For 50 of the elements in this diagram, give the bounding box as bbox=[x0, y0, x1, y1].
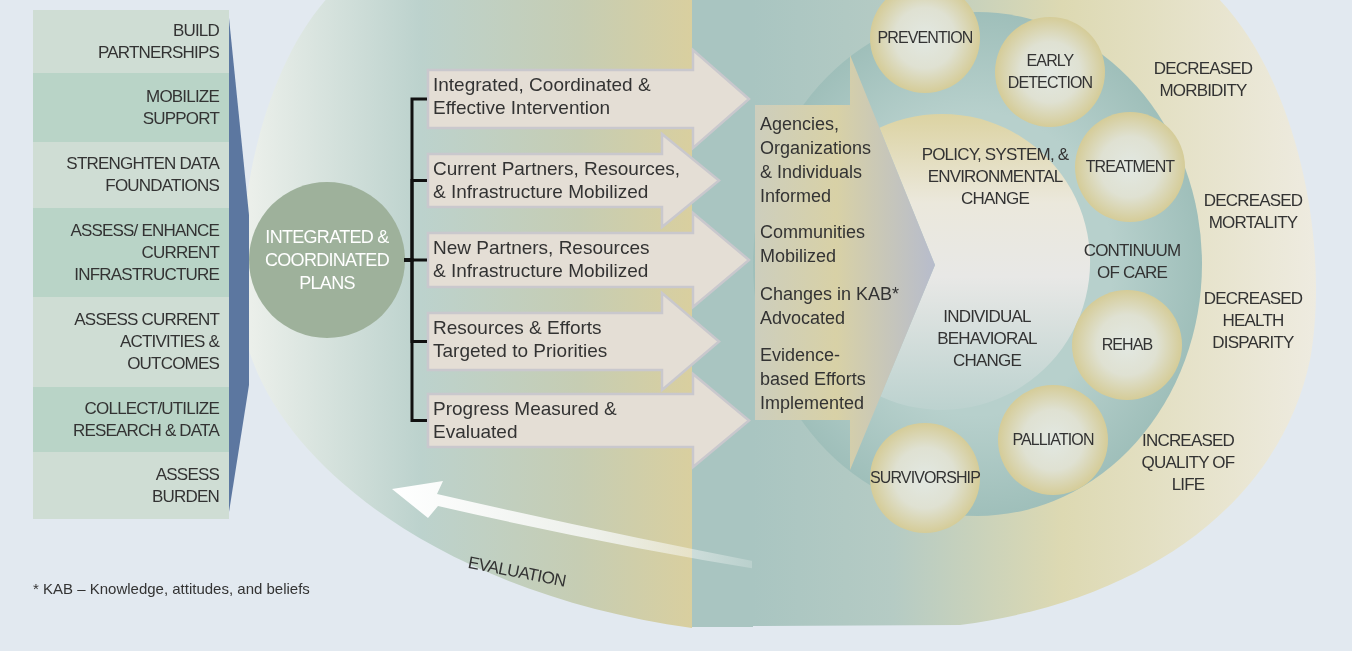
step-box bbox=[33, 452, 229, 519]
care-label: TREATMENT bbox=[1084, 157, 1176, 177]
step-box bbox=[33, 387, 229, 452]
pointed-banner bbox=[427, 49, 750, 149]
care-circle bbox=[994, 16, 1106, 128]
care-circle bbox=[997, 384, 1109, 496]
step-label: STRENGHTEN DATA FOUNDATIONS bbox=[65, 153, 219, 197]
plan-label: INTEGRATED & COORDINATED PLANS bbox=[264, 225, 390, 295]
outcome-label: Agencies, Organizations & Individuals Informed bbox=[760, 113, 873, 208]
pointed-banner bbox=[427, 133, 720, 228]
banner-label: Resources & Efforts Targeted to Priorities bbox=[433, 316, 609, 362]
care-circle bbox=[1074, 111, 1186, 223]
outcome-label: DECREASED HEALTH DISPARITY bbox=[1202, 288, 1304, 354]
step-label: BUILD PARTNERSHIPS bbox=[96, 19, 219, 64]
banner-label: Integrated, Coordinated & Effective Intervention bbox=[433, 73, 652, 119]
care-label: REHAB bbox=[1100, 335, 1154, 355]
care-label: EARLY DETECTION bbox=[1006, 51, 1094, 93]
banner-label: Progress Measured & Evaluated bbox=[433, 397, 618, 443]
change-label: POLICY, SYSTEM, & ENVIRONMENTAL CHANGE bbox=[920, 144, 1070, 210]
step-box bbox=[33, 297, 229, 387]
step-box bbox=[33, 208, 229, 297]
care-label: PALLIATION bbox=[1011, 430, 1095, 450]
bracket-connector bbox=[404, 258, 427, 422]
banner-label: New Partners, Resources & Infrastructure Mobilized bbox=[433, 236, 651, 282]
outcome-label: Changes in KAB* Advocated bbox=[760, 283, 901, 330]
step-label: MOBILIZE SUPPORT bbox=[141, 85, 219, 130]
care-circle bbox=[869, 422, 981, 534]
step-label: COLLECT/UTILIZE RESEARCH & DATA bbox=[71, 397, 219, 442]
change-label: INDIVIDUAL BEHAVIORAL CHANGE bbox=[936, 306, 1038, 372]
footnote: * KAB – Knowledge, attitudes, and beliefs bbox=[33, 580, 310, 597]
ring-label: CONTINUUM OF CARE bbox=[1082, 240, 1182, 284]
outcome-label: INCREASED QUALITY OF LIFE bbox=[1140, 430, 1236, 496]
plan-circle bbox=[249, 182, 405, 338]
care-label: SURVIVORSHIP bbox=[869, 468, 981, 488]
step-label: ASSESS BURDEN bbox=[151, 463, 219, 508]
step-box bbox=[33, 142, 229, 208]
outcome-label: DECREASED MORTALITY bbox=[1202, 190, 1304, 234]
step-box bbox=[33, 10, 229, 73]
step-box bbox=[33, 73, 229, 142]
outcome-label: DECREASED MORBIDITY bbox=[1152, 58, 1254, 102]
pointed-banner bbox=[427, 212, 750, 308]
care-label: PREVENTION bbox=[876, 28, 974, 48]
step-label: ASSESS/ ENHANCE CURRENT INFRASTRUCTURE bbox=[69, 219, 219, 286]
outcome-label: Evidence-based Efforts Implemented bbox=[760, 344, 867, 415]
step-label: ASSESS CURRENT ACTIVITIES & OUTCOMES bbox=[73, 309, 219, 375]
pointed-banner bbox=[427, 292, 720, 391]
banner-label: Current Partners, Resources, & Infrastructure Mobilized bbox=[433, 157, 682, 203]
care-circle bbox=[1071, 289, 1183, 401]
outcome-label: Communities Mobilized bbox=[760, 221, 867, 268]
pointed-banner bbox=[427, 373, 750, 468]
